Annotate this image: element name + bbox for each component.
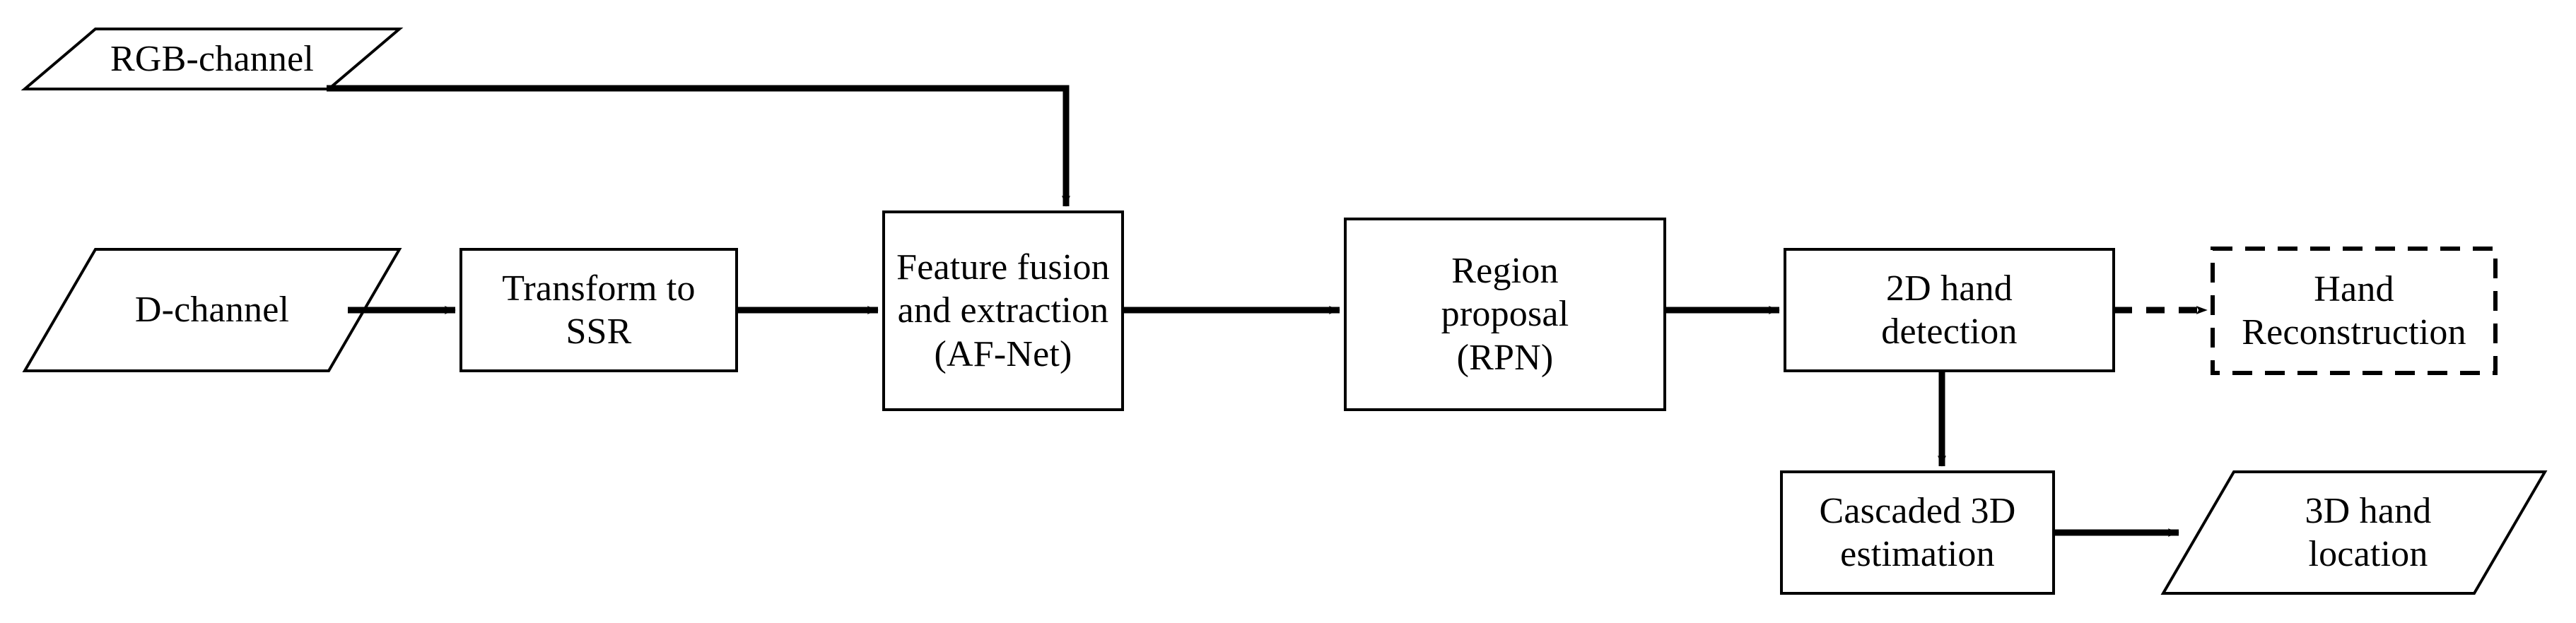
node-shape-3d-hand-location[interactable] <box>2160 470 2548 595</box>
node-shape-cascaded-3d-estimation[interactable] <box>1780 470 2055 595</box>
node-shape-region-proposal[interactable] <box>1344 218 1666 411</box>
node-shape-feature-fusion[interactable] <box>882 210 1124 411</box>
node-shape-d-channel[interactable] <box>22 248 402 372</box>
node-shape-2d-hand-detection[interactable] <box>1784 248 2115 372</box>
edge-rgb-to-fusion[interactable] <box>327 85 1070 207</box>
node-shape-rgb-channel[interactable] <box>21 28 404 90</box>
node-shape-hand-reconstruction[interactable] <box>2211 247 2498 375</box>
node-shape-transform-to-ssr[interactable] <box>459 248 738 372</box>
